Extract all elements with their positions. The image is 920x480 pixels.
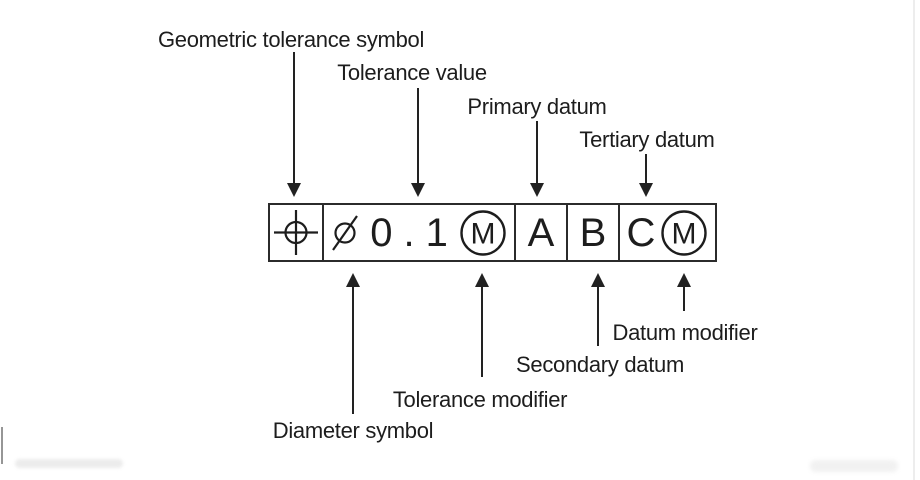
label-primary-datum: Primary datum xyxy=(467,94,607,119)
arrow-diameter-symbol xyxy=(346,273,360,414)
primary-datum-letter: A xyxy=(527,210,555,255)
datum-modifier-circled-m-icon: M xyxy=(661,209,708,256)
feature-control-frame: 0 . 1 M A B C M xyxy=(268,203,717,262)
arrow-tertiary-datum xyxy=(639,154,653,197)
arrow-tolerance-modifier xyxy=(475,273,489,377)
label-tertiary-datum: Tertiary datum xyxy=(579,127,715,152)
cell-tertiary-datum: C M xyxy=(618,205,715,260)
label-tolerance-value: Tolerance value xyxy=(337,60,487,85)
svg-text:M: M xyxy=(470,217,495,250)
cell-primary-datum: A xyxy=(514,205,566,260)
label-secondary-datum: Secondary datum xyxy=(516,352,684,377)
arrow-primary-datum xyxy=(530,121,544,197)
arrow-secondary-datum xyxy=(591,273,605,346)
label-datum-modifier: Datum modifier xyxy=(612,320,758,345)
label-diameter-symbol: Diameter symbol xyxy=(272,418,434,443)
cell-tolerance-value: 0 . 1 M xyxy=(322,205,514,260)
svg-text:M: M xyxy=(672,217,697,250)
label-geometric-tolerance-symbol: Geometric tolerance symbol xyxy=(157,27,425,52)
secondary-datum-letter: B xyxy=(579,210,607,255)
arrow-geometric-tolerance-symbol xyxy=(287,52,301,197)
cell-secondary-datum: B xyxy=(566,205,618,260)
tolerance-decimal-point: . xyxy=(403,210,415,255)
cell-geometric-tolerance-symbol xyxy=(270,205,322,260)
tolerance-modifier-circled-m-icon: M xyxy=(460,209,506,256)
diameter-symbol-icon xyxy=(332,214,359,251)
tertiary-datum-letter: C xyxy=(626,210,656,255)
arrow-datum-modifier xyxy=(677,273,691,311)
position-symbol-icon xyxy=(274,210,318,255)
label-tolerance-modifier: Tolerance modifier xyxy=(392,387,568,412)
arrow-tolerance-value xyxy=(411,88,425,197)
tolerance-digit: 0 xyxy=(370,210,393,255)
tolerance-digit: 1 xyxy=(425,210,448,255)
